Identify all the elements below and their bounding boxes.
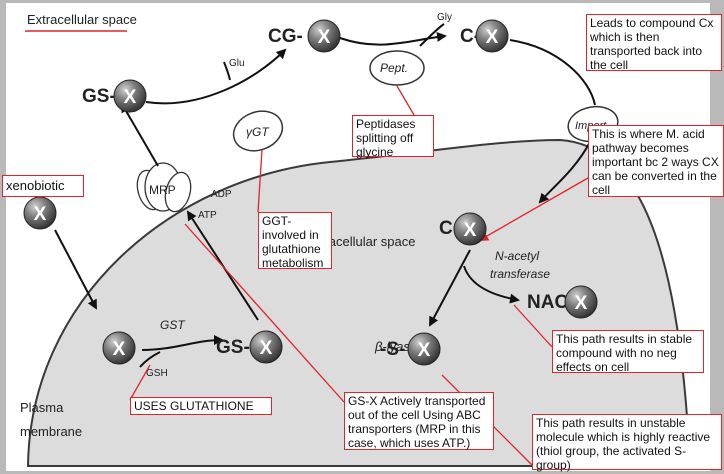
cg-prefix: CG- [268, 26, 303, 47]
connector-uses [129, 364, 151, 401]
gsh-label: GSH [146, 368, 168, 379]
intracellular-label: Intracellular space [310, 234, 416, 249]
ygt-enzyme: γGT [232, 110, 284, 152]
note-peptidases: Peptidases splitting off glycine [352, 115, 434, 159]
ygt-label: γGT [246, 125, 270, 139]
note-peptidases-text: Peptidases splitting off glycine [356, 117, 416, 159]
pept-enzyme: Pept. [369, 50, 425, 86]
mrp-transporter: MRP [136, 162, 192, 213]
xenobiotic-molecule: X [23, 196, 57, 230]
c-prefix: C- [439, 218, 459, 239]
nac-x-molecule: NAC- X [527, 285, 598, 319]
c-prefix: C- [460, 26, 480, 47]
note-uses-glutathione: USES GLUTATHIONE [130, 397, 272, 415]
atp-label: ATP [198, 210, 217, 221]
note-macid-text: This is where M. acid pathway becomes im… [592, 127, 719, 197]
arrow-import-in [538, 141, 591, 204]
gs-prefix: GS- [216, 337, 250, 358]
note-gsx-transport: GS-X Actively transported out of the cel… [344, 392, 494, 450]
note-unstable-molecule: This path results in unstable molecule w… [532, 414, 722, 472]
x-symbol: X [464, 220, 477, 241]
note-gsx-text: GS-X Actively transported out of the cel… [348, 394, 486, 450]
gst-label: GST [160, 318, 186, 332]
note-leads-text: Leads to compound Cx which is then trans… [590, 16, 714, 72]
x-symbol: X [418, 340, 431, 361]
extracellular-label: Extracellular space [27, 12, 137, 27]
connector-macid [478, 177, 589, 241]
s-prefix: -S- [380, 339, 405, 360]
note-unstable-text: This path results in unstable molecule w… [536, 416, 711, 472]
nacetyl-label-2: transferase [490, 267, 550, 281]
arrow-gly [419, 23, 445, 47]
note-leads-to-compound: Leads to compound Cx which is then trans… [586, 14, 722, 72]
cg-x-molecule: CG- X [268, 19, 341, 53]
x-symbol: X [113, 339, 126, 360]
x-molecule-intracellular: X [102, 331, 136, 365]
arrow-glu [223, 61, 231, 81]
x-symbol: X [575, 293, 588, 314]
gs-x-molecule-outside: GS- X [82, 79, 147, 113]
arrow-mrp-out [120, 102, 159, 167]
arrow-nacetyl [463, 265, 520, 304]
nacetyl-label-1: N-acetyl [495, 249, 539, 263]
membrane-label: membrane [20, 424, 82, 439]
mrp-label: MRP [149, 183, 176, 197]
annotation-connectors [129, 85, 589, 466]
note-stable-compound: This path results in stable compound wit… [552, 330, 704, 374]
c-x-molecule-outside: C- X [460, 19, 509, 53]
connector-gsx [184, 223, 345, 403]
adp-label: ADP [211, 189, 232, 200]
glu-label: Glu [229, 58, 245, 69]
arrow-beta-lyase [429, 249, 471, 327]
arrow-gs-to-cg [145, 48, 287, 105]
s-x-molecule: -S- X [380, 332, 441, 366]
x-symbol: X [260, 338, 273, 359]
beta-lyase-label: β-lyase [374, 339, 417, 354]
c-x-molecule-inside: C- X [439, 212, 487, 246]
xenobiotic-label-box: xenobiotic [2, 175, 84, 197]
arrow-c-to-import [509, 39, 596, 106]
arrow-xenobiotic-in [54, 229, 97, 310]
note-stable-text: This path results in stable compound wit… [556, 332, 693, 374]
gs-prefix: GS- [82, 86, 116, 107]
note-ggt: GGT- involved in glutathione metabolism [258, 212, 332, 270]
x-symbol: X [318, 27, 331, 48]
gly-label: Gly [437, 12, 452, 23]
nac-prefix: NAC- [527, 292, 575, 313]
x-symbol: X [34, 204, 47, 225]
connector-ggt [257, 149, 263, 213]
arrow-gsh [139, 351, 161, 368]
x-symbol: X [486, 27, 499, 48]
plasma-label: Plasma [20, 400, 64, 415]
gs-x-molecule-inside: GS- X [216, 330, 283, 364]
xenobiotic-text: xenobiotic [6, 178, 65, 193]
note-uses-text: USES GLUTATHIONE [134, 399, 254, 413]
pathway-arrows [54, 23, 596, 368]
arrow-cg-to-c [339, 31, 447, 46]
note-ggt-text: GGT- involved in glutathione metabolism [262, 214, 324, 270]
connector-pept [396, 85, 415, 116]
x-symbol: X [124, 87, 137, 108]
note-macid-pathway: This is where M. acid pathway becomes im… [588, 125, 724, 197]
connector-stable [513, 304, 553, 348]
pept-label: Pept. [380, 61, 408, 75]
arrow-gst [141, 335, 224, 351]
